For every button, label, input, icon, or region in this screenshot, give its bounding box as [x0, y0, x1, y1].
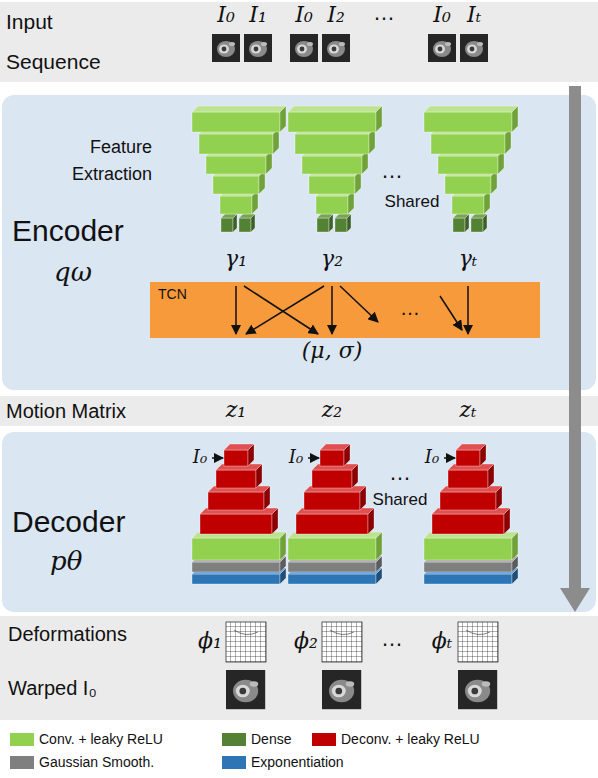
legend-swatch — [222, 756, 246, 769]
math-label: Iₜ — [434, 2, 514, 28]
math-label: I₂ — [296, 2, 376, 28]
math-label: zₜ — [428, 397, 508, 423]
text-label: Feature Extraction — [36, 134, 152, 188]
math-label: z₂ — [292, 397, 372, 423]
math-label: (μ, σ) — [292, 338, 372, 364]
band-title: Input Sequence — [6, 2, 116, 82]
math-label: γₜ — [428, 246, 508, 272]
legend-swatch — [222, 733, 246, 746]
math-label: γ₂ — [292, 246, 372, 272]
box-title: TCN — [158, 286, 187, 303]
band-title: Motion Matrix — [6, 399, 126, 423]
math-symbol: qω — [54, 257, 92, 288]
legend-text: Deconv. + leaky ReLU — [341, 730, 480, 748]
math-label: ϕₜ — [402, 628, 482, 654]
motion-band: Motion Matrix — [0, 396, 598, 426]
text-label: … — [352, 158, 432, 184]
legend-swatch — [10, 756, 34, 769]
math-label: I₀ — [256, 446, 336, 468]
text-label: … — [344, 0, 424, 26]
tcn-box: TCN — [150, 282, 540, 338]
legend-swatch — [10, 733, 34, 746]
math-label: ϕ₁ — [170, 628, 250, 654]
legend-text: Gaussian Smooth. — [39, 753, 154, 771]
band-title: Deformations — [8, 622, 127, 646]
text-label: Shared — [372, 192, 452, 212]
legend-text: Dense — [251, 730, 291, 748]
math-label: ϕ₂ — [266, 628, 346, 654]
band-title: Encoder — [12, 213, 124, 249]
legend-text: Conv. + leaky ReLU — [39, 730, 163, 748]
text-label: Shared — [360, 490, 440, 510]
math-label: I₁ — [218, 2, 298, 28]
legend-swatch — [312, 733, 336, 746]
text-label: … — [370, 296, 450, 320]
band-title: Warped I₀ — [8, 676, 97, 700]
math-label: I₀ — [160, 446, 240, 468]
math-label: γ₁ — [196, 246, 276, 272]
math-label: z₁ — [196, 397, 276, 423]
math-symbol: pθ — [50, 546, 82, 577]
band-title: Decoder — [12, 504, 125, 540]
text-label: … — [360, 460, 440, 486]
legend-text: Exponentiation — [251, 753, 344, 771]
text-label: … — [352, 626, 432, 652]
